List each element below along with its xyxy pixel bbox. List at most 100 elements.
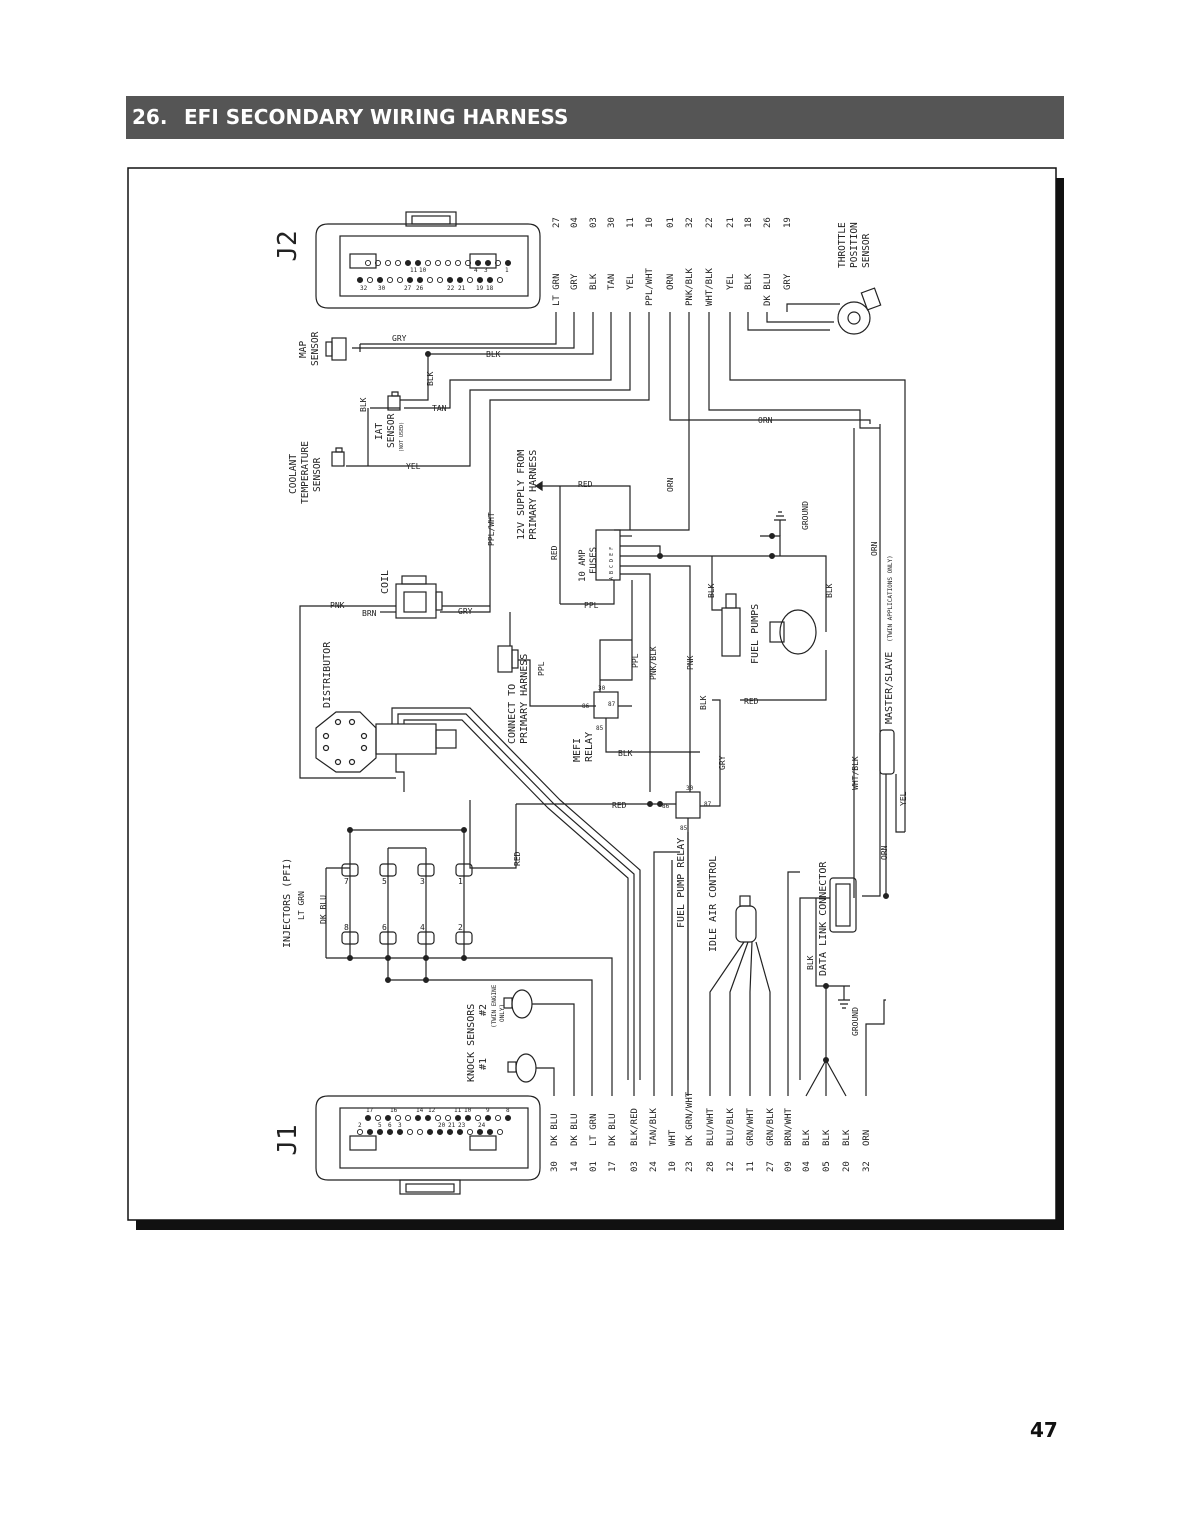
wire-label-blk: BLK [825,583,834,598]
mefi-label: MEFI [572,738,583,762]
throttle-position-sensor [837,287,882,335]
primary-harness-plug [497,645,519,673]
relay-pin: 85 [680,825,688,832]
j2-wire-pin: 19 [783,217,793,228]
j2-pin-row-1 [364,259,512,267]
map-label: MAP [298,341,309,358]
j1-wire-pin: 27 [766,1161,776,1172]
wire-label-ppl: PPL [584,601,599,610]
fuse-block [595,529,621,581]
j1-label: J1 [273,1124,303,1155]
injector [379,931,397,945]
j1-wire-pin: 10 [668,1161,678,1172]
section-title: EFI SECONDARY WIRING HARNESS [184,105,569,129]
fuel-pumps-label: FUEL PUMPS [750,604,761,664]
injector-number: 3 [420,877,425,886]
knock-note: (TWIN ENGINE [491,984,498,1028]
j1-wire-label: BLU/WHT [706,1107,716,1146]
throttle-label: THROTTLE [837,222,848,268]
j2-wire-pin: 21 [726,217,736,228]
iat-sensor [387,391,401,411]
j1-wire-pin: 09 [784,1161,794,1172]
j1-pin-num: 17 [366,1107,374,1114]
fuel-pump-wires [711,511,827,701]
injector-numbers: 7 5 3 1 8 6 4 2 [344,877,463,932]
ground-label: GROUND [851,1007,860,1036]
j1-wire-pin: 12 [726,1161,736,1172]
wire-label-blk: BLK [699,695,708,710]
j1-wire-pin: 30 [550,1161,560,1172]
wire-label-dk-blu: DK BLU [319,895,328,924]
j1-wire-label: BLK [822,1129,832,1146]
j1-wire-label: DK BLU [550,1113,560,1146]
j1-wire-label: DK BLU [608,1113,618,1146]
wire-label-brn: BRN [362,609,377,618]
wire-label-red: RED [612,801,627,810]
j2-pin-num: 10 [419,267,427,274]
distributor [315,711,457,773]
j1-pin-num: 10 [464,1107,472,1114]
injector-number: 5 [382,877,387,886]
ignition-coil [395,575,443,619]
wire-label-ppl: PPL [631,653,640,668]
connect-primary-label: PRIMARY HARNESS [519,654,530,744]
injector [379,863,397,877]
j1-pin-row-1 [364,1114,512,1122]
j1-wire-pin: 04 [802,1161,812,1172]
j2-wire-pin: 01 [666,217,676,228]
j1-wire-pin: 24 [649,1161,659,1172]
j2-wires [346,303,906,832]
idle-air-label: IDLE AIR CONTROL [708,856,719,952]
wire-label-pnk-blk: PNK/BLK [649,646,658,680]
j2-wire-labels: LT GRN 27 GRY 04 BLK 03 TAN 30 YEL 11 PP… [552,217,793,306]
wire-label-wht-blk: WHT/BLK [851,756,860,790]
wire-label-blk: BLK [618,749,633,758]
j2-pin-num: 1 [505,267,509,274]
j2-wire-label: ORN [666,274,676,290]
primary-plug-wires [509,612,596,707]
j1-pin-num: 11 [454,1107,462,1114]
j2-wire-pin: 04 [570,217,580,228]
injector [341,863,359,877]
j2-connector: 11 10 4 3 1 32 30 27 26 22 21 19 18 [315,211,541,309]
j1-pin-row-2 [356,1128,504,1136]
j2-wire-pin: 03 [589,217,599,228]
j1-wire-label: TAN/BLK [649,1107,659,1146]
j1-wire-label: GRN/BLK [766,1107,776,1146]
wire-label-ppl-wht: PPL/WHT [487,512,496,546]
data-link-wires [799,897,850,1080]
wire-label-blk: BLK [359,397,368,412]
wire-label-blk: BLK [707,583,716,598]
wire-label-yel: YEL [406,462,421,471]
wire-label-orn: ORN [870,541,879,556]
fuel-pump-relay-label: FUEL PUMP RELAY [676,838,687,928]
j1-pin-num: 9 [486,1107,490,1114]
knock-sensor-wires [532,1003,575,1080]
injector [455,863,473,877]
j1-pin-num: 16 [390,1107,398,1114]
injector-number: 1 [458,877,463,886]
wire-label-lt-grn: LT GRN [297,891,306,920]
j2-pin-num: 27 [404,285,412,292]
j2-wire-label: TAN [607,274,617,290]
j1-wire-pin: 11 [746,1161,756,1172]
wire-label-orn: ORN [666,477,675,492]
j1-wire-labels: 30 DK BLU 14 DK BLU 01 LT GRN 17 DK BLU … [550,1091,872,1172]
data-link-connector [829,877,857,933]
fuse-wires [559,486,712,792]
j1-wire-label: BLK/RED [630,1108,640,1146]
j1-wire-pin: 32 [862,1161,872,1172]
j2-label: J2 [273,230,303,261]
master-slave-label: MASTER/SLAVE [884,652,895,724]
coolant-sensor [331,447,345,467]
j1-wire-pin: 05 [822,1161,832,1172]
j2-pin-num: 26 [416,285,424,292]
relay-pin: 87 [704,801,712,808]
j2-pin-num: 21 [458,285,466,292]
map-sensor [325,337,347,361]
j2-wire-label: GRY [570,273,580,290]
wire-label-blk: BLK [426,371,435,386]
j1-wire-pin: 20 [842,1161,852,1172]
distributor-label: DISTRIBUTOR [322,641,333,708]
